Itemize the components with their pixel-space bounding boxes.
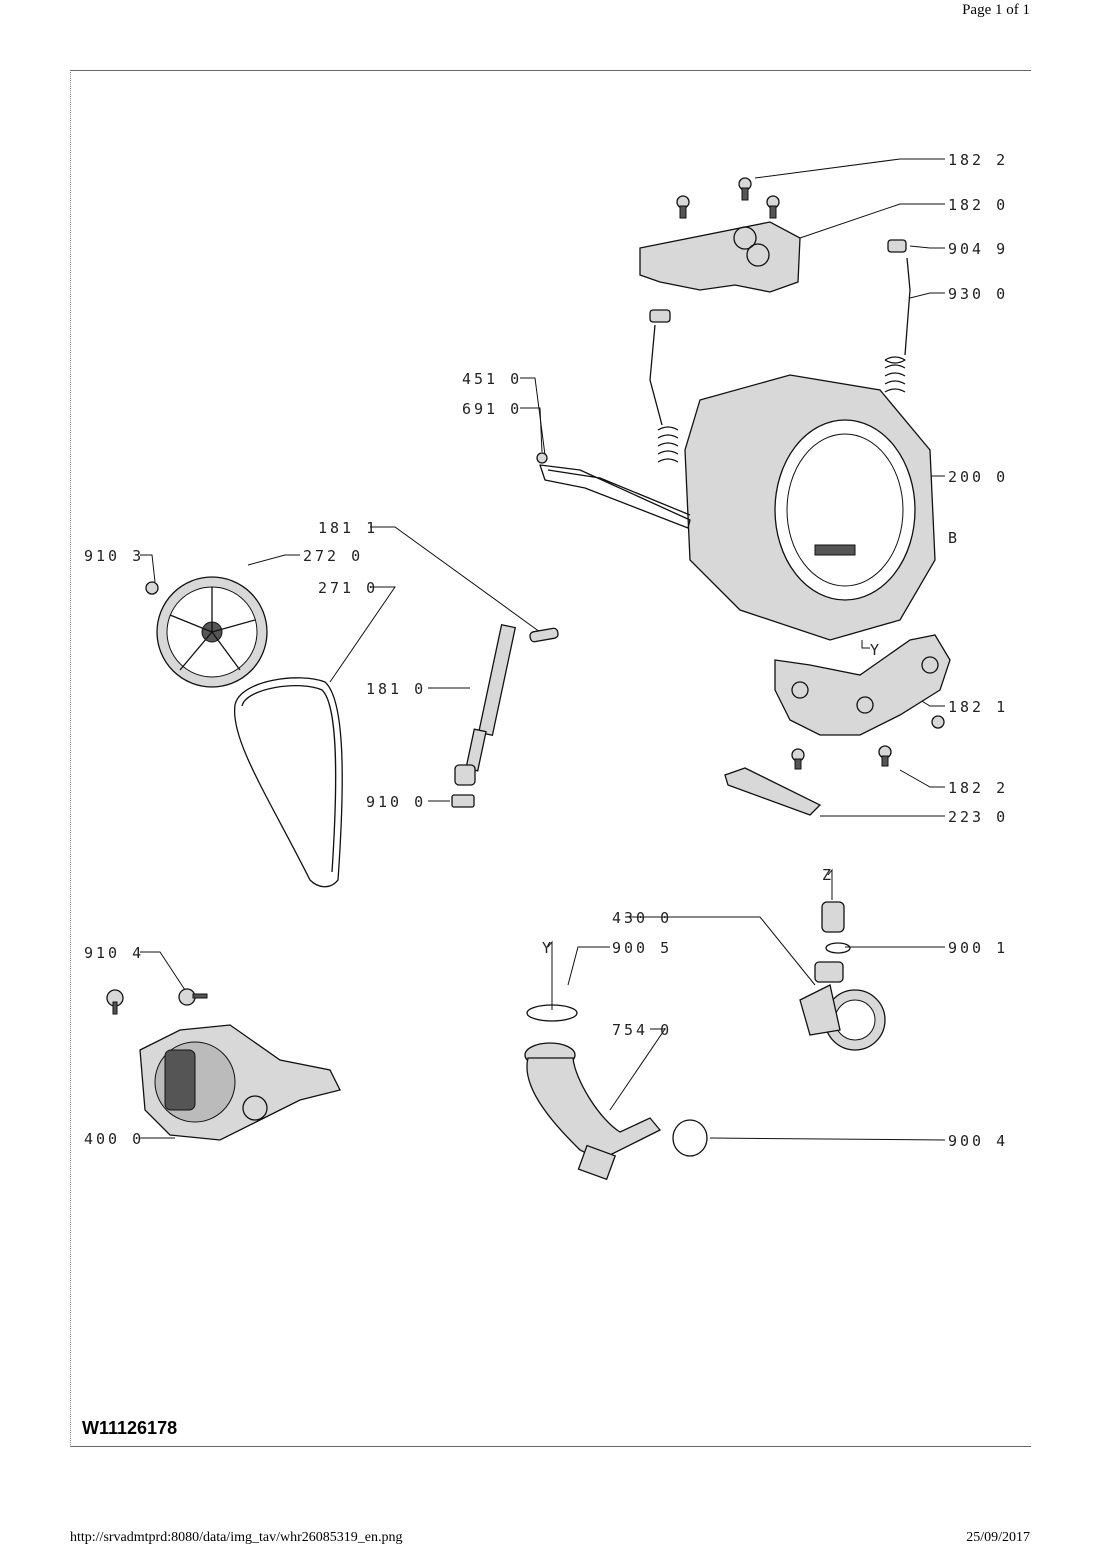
callout-181-1: 181 1 [318, 519, 378, 537]
counterweight-bottom [774, 634, 951, 736]
drawing-frame [70, 70, 1031, 1447]
callout-y-right: Y [870, 641, 882, 659]
callout-z: Z [822, 866, 834, 884]
callout-430-0: 430 0 [612, 909, 672, 927]
callout-182-1: 182 1 [948, 698, 1008, 716]
counterweight-top [639, 221, 801, 293]
rail-part [724, 767, 822, 816]
callout-182-2-bottom: 182 2 [948, 779, 1008, 797]
callout-271-0: 271 0 [318, 579, 378, 597]
footer-date: 25/09/2017 [966, 1530, 1030, 1545]
leader-lines [140, 158, 946, 1141]
callout-200-0: 200 0 [948, 468, 1008, 486]
callout-182-2-top: 182 2 [948, 151, 1008, 169]
callout-900-1: 900 1 [948, 939, 1008, 957]
callout-y-left: Y [542, 939, 554, 957]
motor-part [106, 988, 341, 1141]
callout-691-0: 691 0 [462, 400, 522, 418]
callout-904-9: 904 9 [948, 240, 1008, 258]
callout-930-0: 930 0 [948, 285, 1008, 303]
belt-part [233, 677, 343, 888]
heater-part [539, 464, 691, 529]
callout-labels: 182 2 182 0 904 9 930 0 451 0 691 0 200 … [84, 151, 1008, 1150]
shock-absorber-part [454, 623, 559, 786]
callout-900-4: 900 4 [948, 1132, 1008, 1150]
pump-part [799, 901, 886, 1051]
callout-451-0: 451 0 [462, 370, 522, 388]
callout-910-3: 910 3 [84, 547, 144, 565]
callout-754-0: 754 0 [612, 1021, 672, 1039]
model-number: W11126178 [82, 1418, 178, 1438]
callout-900-5: 900 5 [612, 939, 672, 957]
seal-part [526, 1004, 578, 1022]
screw-parts-top [676, 177, 780, 219]
springs [649, 257, 911, 463]
callout-182-0: 182 0 [948, 196, 1008, 214]
callout-910-0: 910 0 [366, 793, 426, 811]
callout-272-0: 272 0 [303, 547, 363, 565]
callout-910-4: 910 4 [84, 944, 144, 962]
callout-400-0: 400 0 [84, 1130, 144, 1148]
page-header: Page 1 of 1 [962, 2, 1030, 18]
tub-part [684, 374, 936, 641]
callout-181-0: 181 0 [366, 680, 426, 698]
footer-url: http://srvadmtprd:8080/data/img_tav/whr2… [70, 1530, 403, 1545]
hose-part [524, 1042, 662, 1181]
pulley-part [156, 576, 268, 688]
clamp-part [672, 1119, 708, 1157]
callout-223-0: 223 0 [948, 808, 1008, 826]
callout-b: B [948, 529, 960, 547]
nut-part [887, 239, 907, 253]
